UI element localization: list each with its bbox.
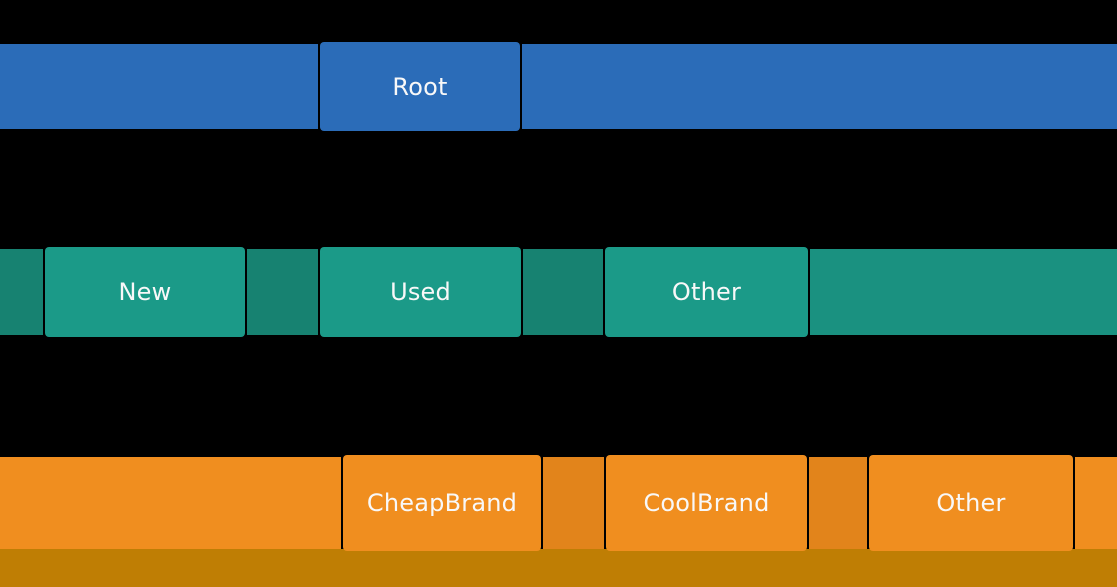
icicle-segment-1-4[interactable]	[523, 249, 603, 335]
node-label: Root	[392, 72, 448, 101]
node-label: Used	[390, 278, 451, 306]
node-label: CheapBrand	[366, 489, 518, 517]
icicle-node-root[interactable]: Root	[320, 42, 520, 131]
icicle-segment-1-0[interactable]	[0, 249, 43, 335]
icicle-segment-0-0[interactable]	[0, 44, 318, 129]
icicle-segment-1-6[interactable]	[810, 249, 1117, 335]
icicle-node-other[interactable]: Other	[605, 247, 808, 337]
icicle-segment-0-2[interactable]	[522, 44, 1117, 129]
icicle-segment-2-6[interactable]	[1075, 457, 1117, 549]
icicle-segment-2-2[interactable]	[543, 457, 604, 549]
icicle-node-other[interactable]: Other	[869, 455, 1073, 551]
icicle-segment-2-0[interactable]	[0, 457, 341, 549]
icicle-node-new[interactable]: New	[45, 247, 245, 337]
node-label: Other	[671, 278, 742, 306]
node-label: CoolBrand	[643, 489, 770, 517]
icicle-node-cheapbrand[interactable]: CheapBrand	[343, 455, 541, 551]
icicle-segment-2-4[interactable]	[809, 457, 867, 549]
icicle-node-used[interactable]: Used	[320, 247, 521, 337]
icicle-segment-3-0[interactable]	[0, 549, 1117, 587]
node-label: New	[118, 278, 172, 306]
node-label: Other	[936, 489, 1006, 517]
icicle-node-coolbrand[interactable]: CoolBrand	[606, 455, 807, 551]
icicle-segment-1-2[interactable]	[247, 249, 318, 335]
